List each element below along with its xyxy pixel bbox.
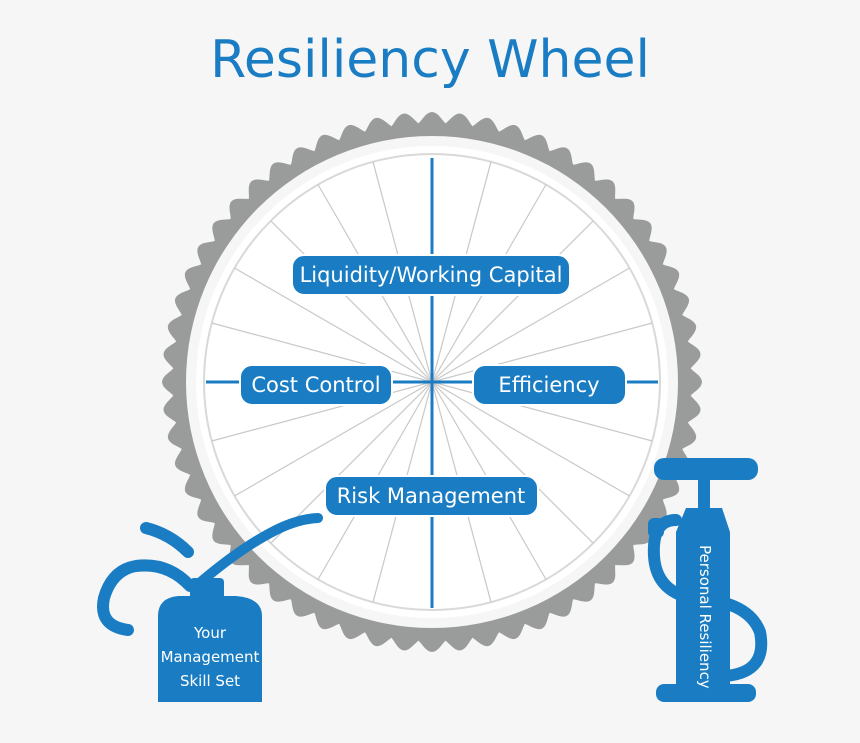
segment-efficiency-label: Efficiency [498,373,599,397]
spoke [211,381,433,442]
spoke [431,381,594,544]
segment-risk-management-label: Risk Management [337,484,526,508]
oil-can-label-line2: Management [161,648,260,666]
segment-liquidity: Liquidity/Working Capital [291,254,571,296]
oil-can-label-line1: Your [193,624,227,642]
segment-risk-management: Risk Management [324,475,539,517]
wheel-rim-ring [203,153,661,611]
segment-liquidity-label: Liquidity/Working Capital [300,263,563,287]
oil-can-label-line3: Skill Set [180,672,240,690]
spoke [234,267,433,383]
pump-label: Personal Resiliency [696,545,714,689]
spoke [211,322,433,383]
spoke [431,381,630,497]
spoke [234,381,433,497]
bicycle-pump-icon: Personal Resiliency [647,458,768,702]
spoke [431,322,653,383]
spoke [270,220,433,383]
spoke [431,267,630,383]
segment-efficiency: Efficiency [472,364,627,406]
segment-cost-control-label: Cost Control [251,373,380,397]
oil-can-icon: Your Management Skill Set [97,513,323,702]
diagram-title: Resiliency Wheel [210,30,650,90]
segment-cost-control: Cost Control [239,364,393,406]
spoke [431,381,653,442]
spoke [431,220,594,383]
